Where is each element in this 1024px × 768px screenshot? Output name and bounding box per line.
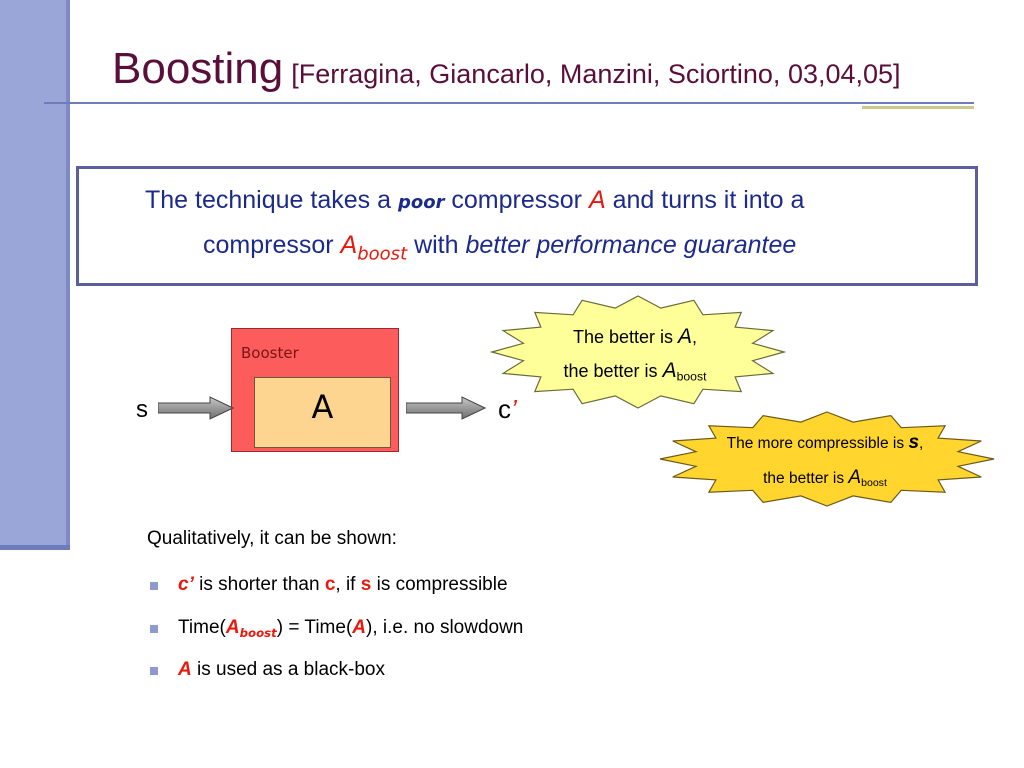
bullet-s: s (360, 574, 372, 595)
bullet-item-3: A is used as a black-box (178, 659, 385, 681)
callout-text: the better is (763, 470, 845, 487)
sidebar-edge (66, 0, 70, 548)
bullet-A: A (178, 659, 192, 680)
statement-text: and turns it into a (612, 186, 805, 214)
callout-2-text: The more compressible is s, the better i… (690, 426, 960, 500)
callout-subscript: boost (676, 369, 707, 384)
sidebar-shadow (0, 545, 70, 550)
bullet-text: is shorter than (199, 574, 320, 595)
bullet-subscript: boost (239, 626, 277, 641)
bullet-Aboost: Aboost (225, 617, 277, 641)
bullet-A: A (225, 617, 240, 638)
burst-shape (659, 411, 995, 507)
bullet-icon (150, 625, 158, 633)
output-arrow (406, 396, 486, 420)
callout-burst-2 (659, 411, 995, 507)
input-arrow (158, 396, 234, 420)
callout-2-line-2: the better is Aboost (690, 461, 960, 500)
sidebar-panel (0, 0, 68, 548)
bullet-text: is compressible (376, 574, 508, 595)
statement-line-1: The technique takes a poor compressor A … (145, 186, 804, 215)
Aboost-subscript: boost (357, 243, 408, 265)
bullet-text: ) = Time( (276, 617, 353, 638)
statement-guarantee: better performance guarantee (465, 231, 797, 259)
callout-1-line-2: the better is Aboost (520, 354, 750, 394)
statement-text: with (414, 231, 459, 259)
bullet-text: Time( (178, 617, 226, 638)
title-rule-accent (862, 106, 974, 109)
callout-subscript: boost (861, 477, 887, 490)
callout-s: s (908, 432, 920, 453)
callout-A: A (678, 325, 693, 348)
callout-text: the better is (563, 361, 658, 381)
bullet-c-prime: c’ (178, 574, 194, 595)
statement-text: compressor (203, 231, 334, 259)
compressor-A-label: A (311, 388, 334, 426)
statement-compressor-Aboost: Aboost (340, 231, 408, 264)
burst-shape (490, 295, 786, 409)
booster-label: Booster (241, 344, 299, 362)
callout-1-line-1: The better is A, (520, 320, 750, 354)
bullet-icon (150, 582, 158, 590)
page-title: Boosting[Ferragina, Giancarlo, Manzini, … (112, 44, 901, 94)
bullet-item-2: Time(Aboost) = Time(A), i.e. no slowdown (178, 617, 523, 640)
statement-text: compressor (451, 186, 582, 214)
callout-comma: , (692, 327, 698, 347)
bullet-text: ), i.e. no slowdown (366, 617, 524, 638)
title-rule (44, 102, 974, 104)
callout-burst-1 (490, 295, 786, 409)
statement-line-2: compressor Aboost with better performanc… (203, 231, 796, 264)
Aboost-A: A (340, 231, 358, 259)
bullet-text: , if (335, 574, 356, 595)
compressor-A-box (254, 377, 391, 448)
output-c: c (498, 394, 511, 424)
callout-1-text: The better is A, the better is Aboost (520, 320, 750, 394)
output-c-prime: c’ (498, 394, 517, 425)
title-citation: [Ferragina, Giancarlo, Manzini, Sciortin… (291, 59, 901, 89)
callout-Aboost: A (848, 467, 862, 488)
bullet-item-1: c’ is shorter than c, if s is compressib… (178, 574, 508, 596)
qualitative-intro: Qualitatively, it can be shown: (147, 528, 397, 549)
callout-2-line-1: The more compressible is s, (690, 426, 960, 461)
bullet-A: A (352, 617, 367, 638)
callout-text: The more compressible is (726, 435, 905, 452)
callout-Aboost: A (662, 359, 677, 382)
callout-text: The better is (572, 327, 673, 347)
bullet-c: c (324, 574, 336, 595)
title-main: Boosting (112, 44, 284, 93)
output-prime: ’ (511, 394, 517, 424)
statement-poor: poor (397, 192, 445, 213)
bullet-icon (150, 667, 158, 675)
callout-comma: , (919, 435, 924, 452)
input-s-label: s (136, 396, 148, 423)
statement-compressor-A: A (588, 186, 606, 214)
bullet-text: is used as a black-box (197, 659, 386, 680)
statement-text: The technique takes a (145, 186, 391, 214)
statement-box (76, 166, 978, 286)
